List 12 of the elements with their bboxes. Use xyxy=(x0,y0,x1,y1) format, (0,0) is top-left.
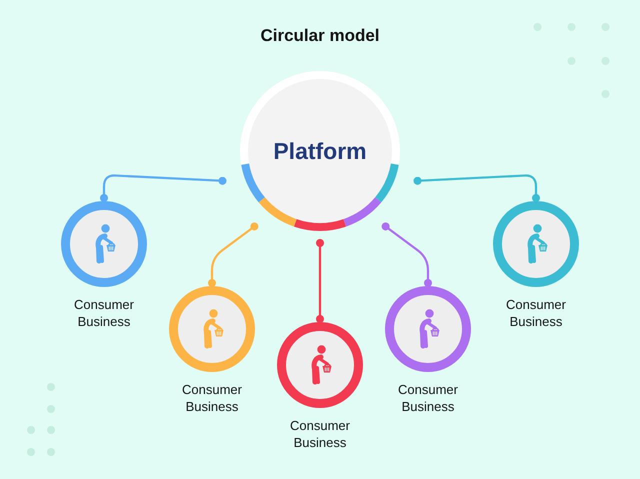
connector-line xyxy=(316,239,324,323)
node-label: Consumer Business xyxy=(74,296,134,330)
node-label: Consumer Business xyxy=(182,381,242,415)
connector-line xyxy=(100,174,226,202)
connector-line xyxy=(414,174,540,202)
diagram-title: Circular model xyxy=(260,25,380,46)
connector-line xyxy=(382,222,432,287)
node-label: Consumer Business xyxy=(506,296,566,330)
node-label: Consumer Business xyxy=(290,417,350,451)
node-label: Consumer Business xyxy=(398,381,458,415)
node-label: Platform xyxy=(273,137,367,165)
connector-line xyxy=(208,222,258,287)
